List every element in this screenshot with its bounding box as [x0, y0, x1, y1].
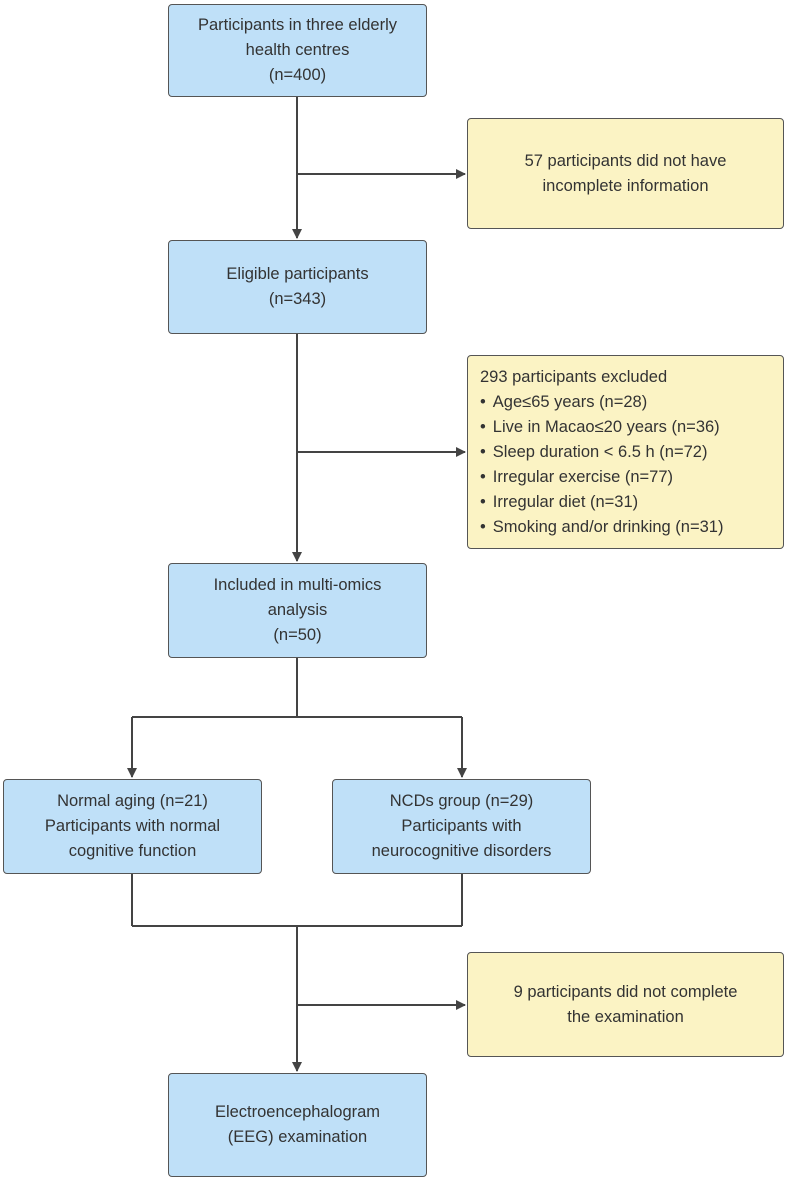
- exclusion-item: Irregular exercise (n=77): [480, 465, 723, 490]
- ncds-line-1: NCDs group (n=29): [389, 792, 534, 810]
- incomplete-info-box: 57 participants did not have incomplete …: [467, 118, 784, 229]
- exclusion-item: Age≤65 years (n=28): [480, 390, 723, 415]
- participants-line-2: health centres: [245, 41, 350, 59]
- eeg-examination-box: Electroencephalogram (EEG) examination: [168, 1073, 427, 1177]
- ncds-line-2: Participants with: [401, 817, 522, 835]
- ncds-group-box: NCDs group (n=29) Participants with neur…: [332, 779, 591, 874]
- eeg-line-2: (EEG) examination: [227, 1128, 368, 1146]
- not-complete-line-2: the examination: [567, 1007, 684, 1026]
- participants-box: Participants in three elderly health cen…: [168, 4, 427, 97]
- normal-aging-line-1: Normal aging (n=21): [57, 792, 208, 810]
- normal-aging-line-2: Participants with normal: [44, 817, 221, 835]
- included-line-1: Included in multi-omics: [213, 576, 382, 594]
- eligible-box: Eligible participants (n=343): [168, 240, 427, 334]
- eligible-line-1: Eligible participants: [226, 265, 369, 283]
- not-complete-box: 9 participants did not complete the exam…: [467, 952, 784, 1057]
- normal-aging-box: Normal aging (n=21) Participants with no…: [3, 779, 262, 874]
- included-box: Included in multi-omics analysis (n=50): [168, 563, 427, 658]
- not-complete-line-1: 9 participants did not complete: [513, 982, 738, 1001]
- exclusion-item: Live in Macao≤20 years (n=36): [480, 415, 723, 440]
- normal-aging-line-3: cognitive function: [68, 842, 197, 860]
- exclusion-item: Sleep duration < 6.5 h (n=72): [480, 440, 723, 465]
- participants-line-3: (n=400): [268, 66, 327, 84]
- incomplete-info-line-1: 57 participants did not have: [524, 151, 727, 170]
- participants-line-1: Participants in three elderly: [197, 16, 397, 34]
- exclusion-criteria-list: Age≤65 years (n=28) Live in Macao≤20 yea…: [480, 390, 724, 540]
- eligible-line-2: (n=343): [268, 290, 327, 308]
- ncds-line-3: neurocognitive disorders: [371, 842, 552, 860]
- included-line-3: (n=50): [273, 626, 322, 644]
- exclusion-item: Irregular diet (n=31): [480, 490, 723, 515]
- exclusion-item: Smoking and/or drinking (n=31): [480, 515, 724, 540]
- excluded-box: 293 participants excluded Age≤65 years (…: [467, 355, 784, 549]
- incomplete-info-line-2: incomplete information: [542, 176, 709, 195]
- eeg-line-1: Electroencephalogram: [214, 1103, 381, 1121]
- excluded-title: 293 participants excluded: [480, 367, 668, 386]
- included-line-2: analysis: [267, 601, 328, 619]
